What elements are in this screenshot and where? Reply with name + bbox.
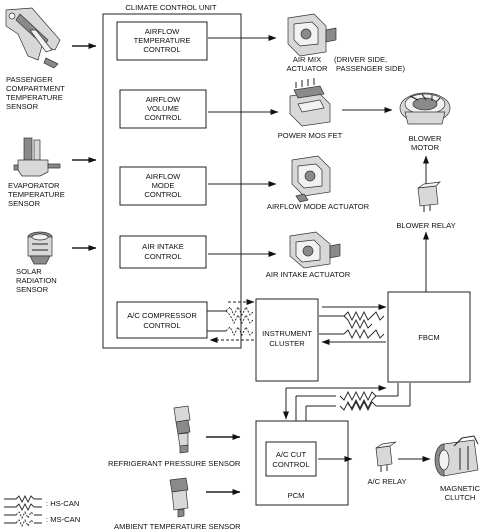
svg-text:A/C CUT: A/C CUT [276,450,307,459]
air-mix-actuator-icon [287,13,337,57]
svg-text:SENSOR: SENSOR [8,199,41,208]
module-ac-compressor-control: A/C COMPRESSOR CONTROL [116,301,208,339]
svg-text:CLUSTER: CLUSTER [269,339,305,348]
svg-text:MAGNETIC: MAGNETIC [440,484,481,493]
fbcm: FBCM [387,291,471,383]
ambient-temperature-sensor-icon [169,477,189,518]
air-mix-actuator: AIR MIX ACTUATOR (DRIVER SIDE, PASSENGER… [286,13,406,73]
svg-text:VOLUME: VOLUME [147,104,179,113]
svg-text:CONTROL: CONTROL [272,460,309,469]
magnetic-clutch: MAGNETIC CLUTCH [434,435,481,502]
svg-text:POWER MOS FET: POWER MOS FET [278,131,343,140]
module-airflow-temperature-control: AIRFLOW TEMPERATURE CONTROL [116,21,208,61]
svg-text:FBCM: FBCM [418,333,440,342]
svg-text:(DRIVER SIDE,: (DRIVER SIDE, [334,55,387,64]
ac-relay: A/C RELAY [367,441,407,486]
airflow-mode-actuator-icon [291,155,331,203]
refrigerant-pressure-sensor-icon [173,405,191,454]
svg-text:A/C RELAY: A/C RELAY [367,477,406,486]
svg-text:CLUTCH: CLUTCH [445,493,476,502]
blower-relay: BLOWER RELAY [396,181,456,230]
svg-text:ACTUATOR: ACTUATOR [286,64,328,73]
evaporator-temperature-sensor-icon [13,137,61,177]
air-intake-actuator-icon [289,231,341,269]
hs-can-fbcm-pcm [283,383,411,421]
legend-ms-can: : MS-CAN [4,510,80,528]
svg-text:AIR MIX: AIR MIX [293,55,321,64]
svg-text:SENSOR: SENSOR [6,102,39,111]
blower-motor: BLOWER MOTOR [399,92,451,152]
svg-text:REFRIGERANT PRESSURE SENSOR: REFRIGERANT PRESSURE SENSOR [108,459,241,468]
magnetic-clutch-icon [434,435,479,477]
svg-text:AIR INTAKE: AIR INTAKE [142,242,184,251]
svg-text:COMPARTMENT: COMPARTMENT [6,84,65,93]
ms-can-unit-cluster [207,299,255,343]
ambient-temperature-sensor: AMBIENT TEMPERATURE SENSOR [114,477,241,531]
svg-text:AIRFLOW: AIRFLOW [145,27,180,36]
solar-radiation-sensor: SOLAR RADIATION SENSOR [16,231,57,294]
svg-text:MODE: MODE [152,181,175,190]
refrigerant-pressure-sensor: REFRIGERANT PRESSURE SENSOR [108,405,241,468]
svg-text:: HS-CAN: : HS-CAN [46,499,79,508]
legend: : HS-CAN : MS-CAN [4,494,80,528]
svg-text:AIRFLOW: AIRFLOW [146,172,181,181]
blower-relay-icon [417,181,441,212]
module-airflow-mode-control: AIRFLOW MODE CONTROL [119,166,207,206]
svg-text:BLOWER: BLOWER [409,134,442,143]
svg-text:MOTOR: MOTOR [411,143,440,152]
svg-text:SENSOR: SENSOR [16,285,49,294]
module-airflow-volume-control: AIRFLOW VOLUME CONTROL [119,89,207,129]
svg-text:CONTROL: CONTROL [143,321,180,330]
evaporator-temperature-sensor: EVAPORATOR TEMPERATURE SENSOR [8,137,65,208]
ac-relay-icon [375,441,397,472]
module-air-intake-control: AIR INTAKE CONTROL [119,235,207,269]
svg-text:AIRFLOW: AIRFLOW [146,95,181,104]
power-mos-fet-icon [289,78,331,127]
passenger-temperature-sensor: PASSENGER COMPARTMENT TEMPERATURE SENSOR [5,7,65,111]
hs-can-cluster-fbcm [319,304,387,345]
svg-text:AMBIENT TEMPERATURE SENSOR: AMBIENT TEMPERATURE SENSOR [114,522,241,531]
svg-text:EVAPORATOR: EVAPORATOR [8,181,60,190]
svg-text:RADIATION: RADIATION [16,276,57,285]
ac-cut-control: A/C CUT CONTROL [265,441,317,477]
svg-text:PASSENGER: PASSENGER [6,75,53,84]
passenger-temperature-sensor-icon [5,7,61,69]
blower-motor-icon [399,92,451,125]
air-intake-actuator: AIR INTAKE ACTUATOR [266,231,351,279]
svg-text:TEMPERATURE: TEMPERATURE [8,190,65,199]
svg-text:AIR INTAKE ACTUATOR: AIR INTAKE ACTUATOR [266,270,351,279]
instrument-cluster: INSTRUMENT CLUSTER [255,298,319,382]
climate-control-unit: CLIMATE CONTROL UNIT AIRFLOW TEMPERATURE… [102,3,242,349]
svg-text:SOLAR: SOLAR [16,267,42,276]
svg-text:CONTROL: CONTROL [144,190,181,199]
svg-text:: MS-CAN: : MS-CAN [46,515,80,524]
unit-title: CLIMATE CONTROL UNIT [125,3,216,12]
power-mos-fet: POWER MOS FET [278,78,343,140]
svg-text:A/C COMPRESSOR: A/C COMPRESSOR [127,311,197,320]
airflow-mode-actuator: AIRFLOW MODE ACTUATOR [267,155,370,211]
solar-radiation-sensor-icon [27,231,53,265]
pcm: A/C CUT CONTROL PCM [255,420,349,506]
svg-text:TEMPERATURE: TEMPERATURE [134,36,191,45]
svg-text:TEMPERATURE: TEMPERATURE [6,93,63,102]
svg-text:AIRFLOW MODE ACTUATOR: AIRFLOW MODE ACTUATOR [267,202,370,211]
svg-text:BLOWER RELAY: BLOWER RELAY [396,221,455,230]
svg-text:CONTROL: CONTROL [144,113,181,122]
svg-text:PASSENGER SIDE): PASSENGER SIDE) [336,64,406,73]
legend-hs-can: : HS-CAN [4,494,79,512]
svg-text:PCM: PCM [288,491,305,500]
svg-text:CONTROL: CONTROL [143,45,180,54]
svg-text:CONTROL: CONTROL [144,252,181,261]
svg-text:INSTRUMENT: INSTRUMENT [262,329,312,338]
